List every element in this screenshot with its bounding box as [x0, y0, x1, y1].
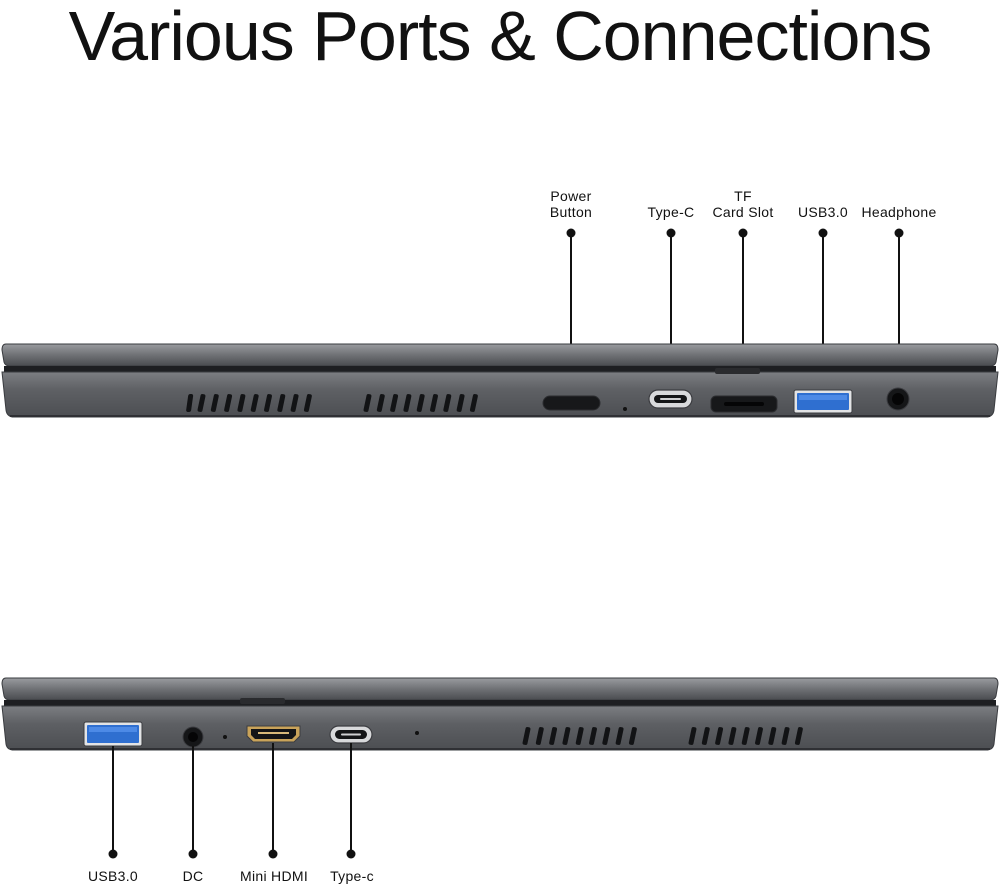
leader-line-tf	[742, 233, 744, 380]
vent-slot	[210, 394, 219, 412]
vent-slot	[390, 394, 399, 412]
vent-slot	[403, 394, 412, 412]
label-power-line1: Power	[550, 188, 592, 204]
laptop-side-view-right	[0, 340, 1000, 422]
vent-slot	[363, 394, 372, 412]
vent-slot	[224, 394, 233, 412]
vent-slot	[549, 727, 558, 745]
vent-slot	[781, 727, 790, 745]
vent-slot	[755, 727, 763, 745]
label-usb-bottom: USB3.0	[87, 868, 139, 884]
vent-slot	[443, 394, 452, 412]
label-type-c-bottom: Type-c	[330, 868, 374, 884]
vent-slot	[741, 727, 750, 745]
vent-slot	[794, 727, 803, 745]
vent-slot	[430, 394, 438, 412]
vent-slot	[197, 394, 206, 412]
vent-slot	[715, 727, 724, 745]
label-tf-line2: Card Slot	[712, 204, 774, 220]
vent-slot	[303, 394, 312, 412]
vent-slot	[237, 394, 246, 412]
vent-slot	[615, 727, 624, 745]
vent-slot	[701, 727, 710, 745]
page-title: Various Ports & Connections	[68, 0, 933, 75]
leader-line-headphone	[898, 233, 900, 379]
vent-slot	[535, 727, 544, 745]
vent-slot	[469, 394, 478, 412]
leader-line-typec-top	[670, 233, 672, 379]
vent-slot	[562, 727, 571, 745]
vent-slot	[416, 394, 425, 412]
vent-slot	[688, 727, 697, 745]
label-type-c-top: Type-C	[647, 204, 695, 220]
leader-line-power	[570, 233, 572, 378]
label-dc: DC	[182, 868, 204, 884]
vent-slot	[250, 394, 259, 412]
vent-slot	[602, 727, 611, 745]
laptop-side-view-left	[0, 674, 1000, 756]
leader-line-usb-bottom	[112, 746, 114, 854]
vent-slot	[456, 394, 465, 412]
vent-slot	[522, 727, 531, 745]
leader-dot-usb-bottom	[108, 849, 118, 859]
vent-slot	[277, 394, 286, 412]
leader-line-typec-bottom	[350, 743, 352, 854]
leader-line-usb-top	[822, 233, 824, 378]
leader-line-hdmi	[272, 743, 274, 854]
leader-line-dc	[192, 746, 194, 854]
vent-slot	[290, 394, 299, 412]
vent-slot	[768, 727, 777, 745]
label-usb-top: USB3.0	[797, 204, 849, 220]
vent-slot	[575, 727, 584, 745]
vent-slot	[589, 727, 597, 745]
leader-dot-hdmi	[268, 849, 278, 859]
vent-slot	[264, 394, 272, 412]
label-tf-line1: TF	[734, 188, 752, 204]
label-tf-card-slot: TF Card Slot	[712, 188, 773, 220]
label-headphone: Headphone	[861, 204, 937, 220]
leader-dot-dc	[188, 849, 198, 859]
vent-slot	[728, 727, 737, 745]
label-power-button: Power Button	[550, 188, 592, 220]
vent-slot	[376, 394, 385, 412]
label-power-line2: Button	[549, 204, 593, 220]
leader-dot-typec-bottom	[346, 849, 356, 859]
vent-slot	[628, 727, 637, 745]
label-mini-hdmi: Mini HDMI	[239, 868, 309, 884]
